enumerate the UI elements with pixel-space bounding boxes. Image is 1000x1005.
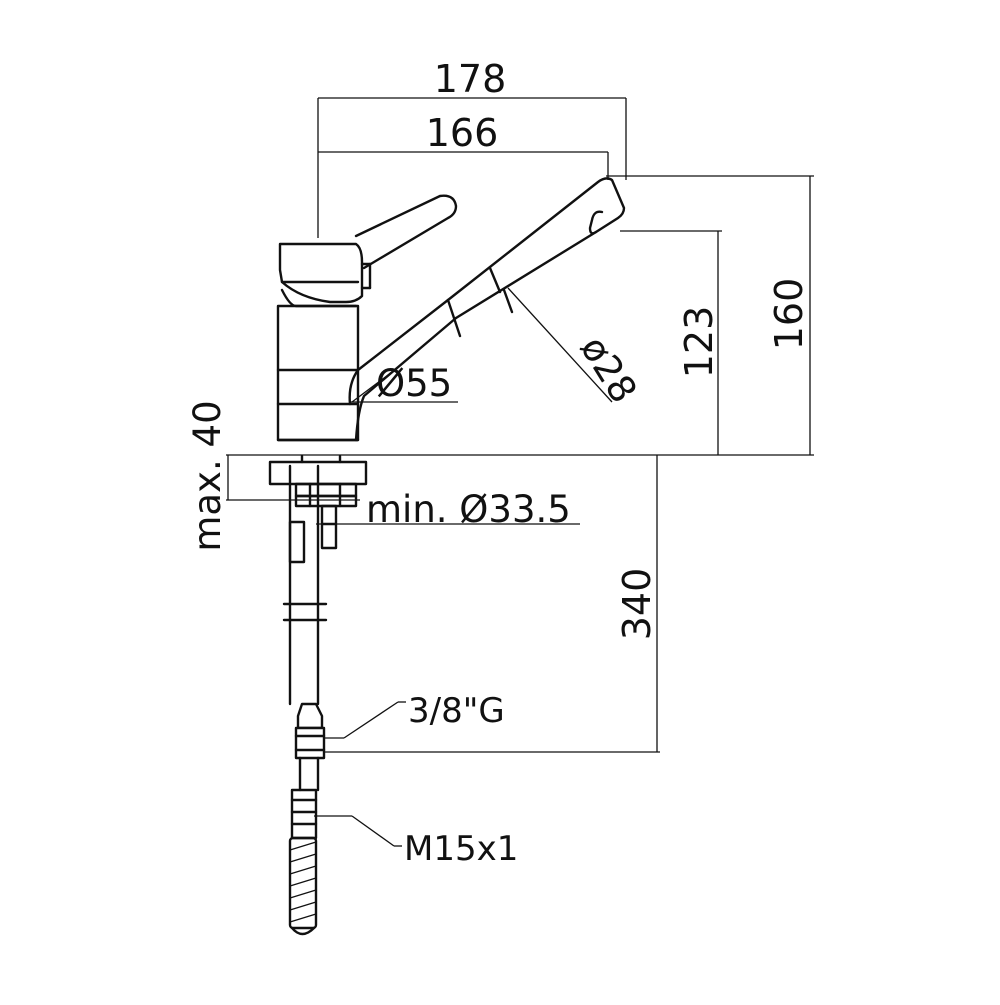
supply-hoses bbox=[282, 464, 328, 936]
dim-body-diameter: Ø55 bbox=[376, 362, 452, 405]
dim-total-height: 160 bbox=[767, 278, 811, 351]
label-inlet-thread: 3/8"G bbox=[408, 691, 505, 731]
dim-overall-reach: 178 bbox=[434, 57, 507, 101]
dimension-labels: 178 166 160 123 Ø55 ø28 max. 40 min. Ø33… bbox=[186, 57, 811, 869]
dim-spout-height: 123 bbox=[677, 306, 721, 379]
faucet-body bbox=[276, 177, 626, 442]
dimension-lines bbox=[226, 97, 814, 847]
label-outlet-thread: M15x1 bbox=[404, 829, 518, 869]
dim-hose-length: 340 bbox=[615, 568, 659, 641]
dim-spout-reach: 166 bbox=[426, 111, 499, 155]
dim-deck-thickness: max. 40 bbox=[186, 400, 229, 551]
dim-hole-diameter: min. Ø33.5 bbox=[366, 488, 571, 531]
